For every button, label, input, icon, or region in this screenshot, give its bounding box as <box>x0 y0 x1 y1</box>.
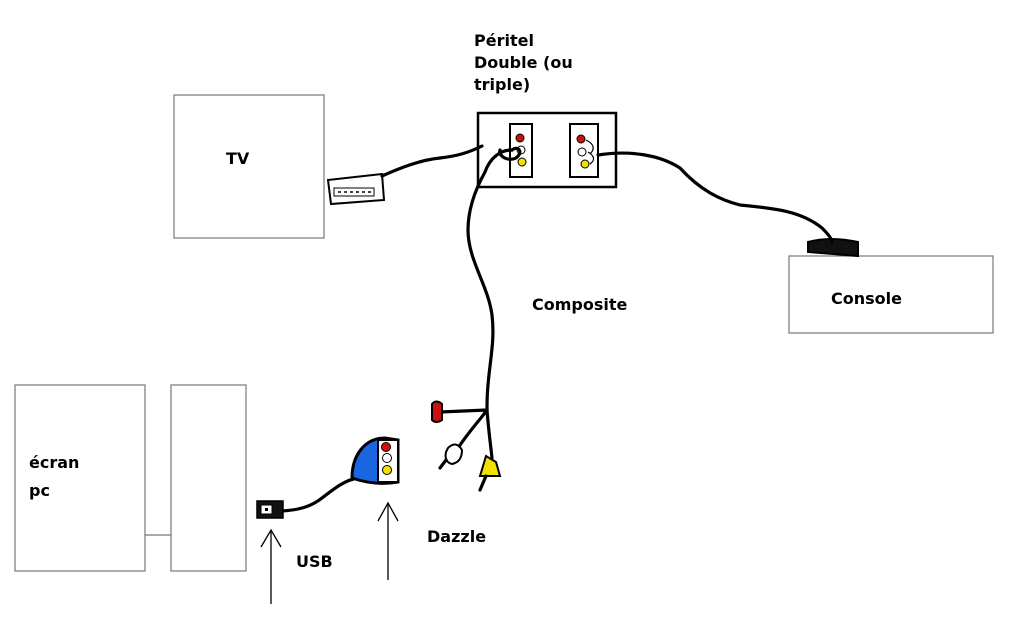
usb-to-dazzle-cable <box>280 476 360 513</box>
tv-to-peritel-cable <box>380 144 484 178</box>
peritel-label-line-3: triple) <box>474 75 531 94</box>
console-box <box>788 255 994 334</box>
dazzle-device <box>350 436 400 485</box>
tv-label: TV <box>226 149 250 168</box>
usb-arrow <box>260 528 282 604</box>
dazzle-label: Dazzle <box>427 527 487 546</box>
console-label: Console <box>831 289 902 308</box>
composite-label: Composite <box>532 295 628 314</box>
ecran-pc-label: écran pc <box>29 452 79 502</box>
composite-plug-yellow <box>478 454 502 492</box>
ecran-label-line-1: écran <box>29 453 80 472</box>
usb-label: USB <box>296 552 333 571</box>
ecran-label-line-2: pc <box>29 481 50 500</box>
peritel-socket-right <box>569 123 599 178</box>
tv-scart-plug <box>326 172 386 206</box>
composite-plug-white <box>438 443 464 470</box>
ecran-pc-box <box>14 384 146 572</box>
pc-tower-box <box>170 384 247 572</box>
usb-plug <box>256 500 284 519</box>
peritel-label-line-1: Péritel <box>474 31 534 50</box>
peritel-label: Péritel Double (ou triple) <box>474 30 573 96</box>
dazzle-arrow <box>377 501 399 580</box>
peritel-to-console-cable <box>596 151 834 244</box>
composite-plug-red <box>431 400 443 423</box>
composite-cable <box>466 148 514 412</box>
tv-box <box>173 94 325 239</box>
peritel-inner-loop <box>498 146 522 161</box>
console-plug <box>807 238 859 258</box>
peritel-label-line-2: Double (ou <box>474 53 573 72</box>
composite-split <box>438 408 494 460</box>
